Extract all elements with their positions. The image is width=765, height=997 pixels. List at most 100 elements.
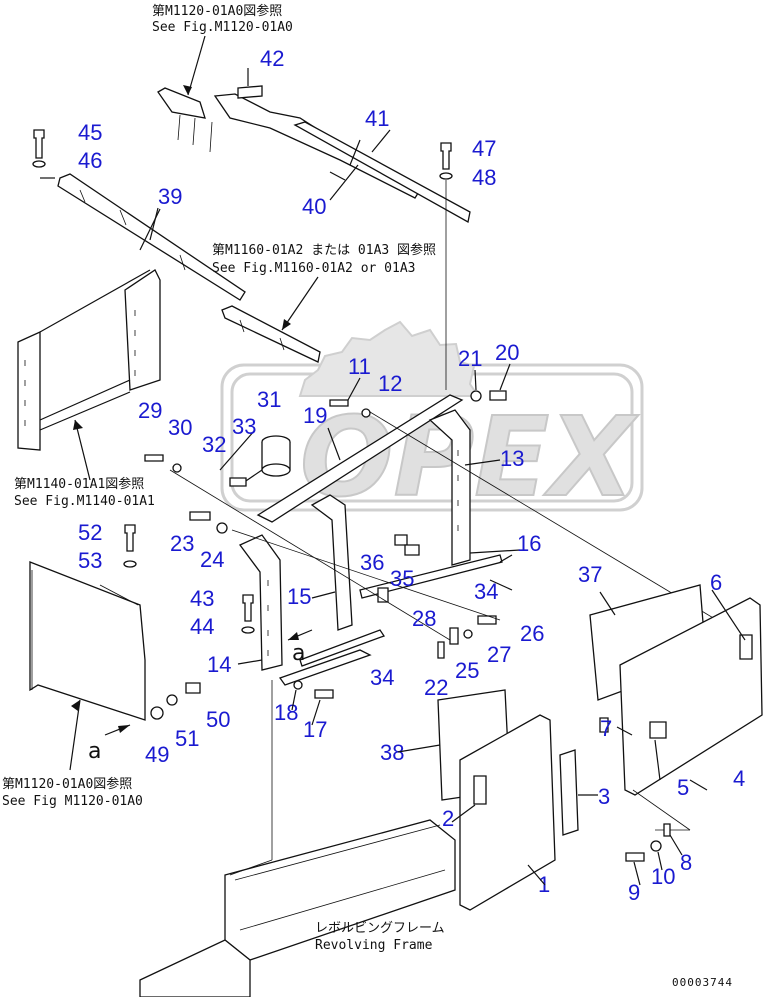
callout-28: 28 — [412, 606, 436, 631]
part-16-shape — [359, 554, 503, 599]
center-frame-assembly — [238, 394, 521, 686]
washer-12 — [361, 408, 371, 418]
washer-30 — [172, 463, 182, 473]
callout-53: 53 — [78, 548, 102, 573]
callout-9: 9 — [628, 880, 640, 905]
svg-text:See Fig M1120-01A0: See Fig M1120-01A0 — [2, 794, 143, 809]
svg-text:See Fig.M1120-01A0: See Fig.M1120-01A0 — [152, 20, 293, 35]
callout-52: 52 — [78, 520, 102, 545]
callout-leaders — [149, 68, 746, 886]
callout-31: 31 — [257, 387, 281, 412]
callout-14: 14 — [207, 652, 231, 677]
part-2-shape — [473, 775, 487, 805]
washer-10 — [650, 840, 662, 852]
bolt-36 — [394, 534, 408, 546]
svg-text:第M1120-01A0図参照: 第M1120-01A0図参照 — [152, 3, 282, 19]
washer-18 — [293, 680, 303, 690]
callout-7: 7 — [600, 716, 612, 741]
callout-48: 48 — [472, 165, 496, 190]
callout-37: 37 — [578, 562, 602, 587]
callout-29: 29 — [138, 398, 162, 423]
callout-4: 4 — [733, 766, 745, 791]
ref-middle-right: 第M1160-01A2 または 01A3 図参照 See Fig.M1160-0… — [212, 242, 436, 331]
callout-21: 21 — [458, 346, 482, 371]
bolt-52 — [124, 524, 136, 552]
callout-13: 13 — [500, 446, 524, 471]
callout-19: 19 — [303, 403, 327, 428]
part-25 — [449, 627, 459, 645]
part-42-shape — [237, 85, 263, 99]
part-19-shape — [310, 494, 353, 631]
part-13-shape — [428, 409, 471, 566]
part-1-shape — [459, 714, 556, 911]
part-41-shape — [293, 121, 471, 224]
callout-26: 26 — [520, 621, 544, 646]
svg-text:第M1120-01A0図参照: 第M1120-01A0図参照 — [2, 776, 132, 792]
part-6-shape — [739, 634, 753, 660]
callout-27: 27 — [487, 642, 511, 667]
top-frame-assembly — [157, 85, 471, 224]
callouts: 45 46 42 41 40 47 48 39 11 12 21 20 31 2… — [78, 46, 745, 905]
bolts-center — [144, 390, 751, 699]
callout-32: 32 — [202, 432, 226, 457]
callout-17: 17 — [303, 717, 327, 742]
callout-2: 2 — [442, 806, 454, 831]
callout-3: 3 — [598, 784, 610, 809]
washer-21 — [470, 390, 482, 402]
callout-41: 41 — [365, 106, 389, 131]
callout-43: 43 — [190, 586, 214, 611]
bolt-43 — [242, 594, 254, 622]
callout-18: 18 — [274, 700, 298, 725]
callout-33: 33 — [232, 414, 256, 439]
washer-49 — [150, 706, 164, 720]
callout-12: 12 — [378, 371, 402, 396]
callout-39: 39 — [158, 184, 182, 209]
washer-46 — [32, 160, 46, 168]
washer-27 — [463, 629, 473, 639]
callout-51: 51 — [175, 726, 199, 751]
part-34-shape — [278, 649, 372, 686]
bolt-17 — [314, 689, 334, 699]
svg-text:第M1140-01A1図参照: 第M1140-01A1図参照 — [14, 476, 144, 492]
callout-20: 20 — [495, 340, 519, 365]
callout-25: 25 — [455, 658, 479, 683]
bolt-26 — [477, 615, 497, 625]
callout-23: 23 — [170, 531, 194, 556]
callout-30: 30 — [168, 415, 192, 440]
callout-16: 16 — [517, 531, 541, 556]
callout-8: 8 — [680, 850, 692, 875]
svg-text:第M1160-01A2 または 01A3 図参照: 第M1160-01A2 または 01A3 図参照 — [212, 242, 436, 258]
washer-51 — [166, 694, 178, 706]
callout-40: 40 — [302, 194, 326, 219]
callout-47: 47 — [472, 136, 496, 161]
bolt-47 — [440, 142, 452, 170]
bolt-32 — [229, 477, 247, 487]
callout-5: 5 — [677, 775, 689, 800]
callout-44: 44 — [190, 614, 214, 639]
callout-6: 6 — [710, 570, 722, 595]
callout-22: 22 — [424, 675, 448, 700]
svg-text:レボルビングフレーム: レボルビングフレーム — [315, 921, 445, 936]
left-upper-frame — [40, 173, 321, 363]
part-8 — [663, 823, 671, 837]
callout-24: 24 — [200, 547, 224, 572]
bolt-20 — [489, 390, 507, 401]
bolt-9 — [625, 852, 645, 862]
washer-44 — [241, 626, 255, 634]
callout-42: 42 — [260, 46, 284, 71]
callout-11: 11 — [348, 354, 371, 379]
left-cover-panel — [29, 524, 201, 771]
washer-53 — [123, 560, 137, 568]
part-5-shape — [649, 721, 667, 739]
ref-bottom: レボルビングフレーム Revolving Frame — [315, 921, 445, 953]
part-3-shape — [559, 749, 579, 836]
bolt-29 — [144, 454, 164, 462]
part-14-shape — [238, 534, 283, 671]
callout-45: 45 — [78, 120, 102, 145]
view-mark-lower: a — [88, 739, 101, 764]
callout-49: 49 — [145, 742, 169, 767]
part-35 — [377, 587, 389, 603]
washer-24 — [216, 522, 228, 534]
callout-34a: 34 — [474, 579, 498, 604]
